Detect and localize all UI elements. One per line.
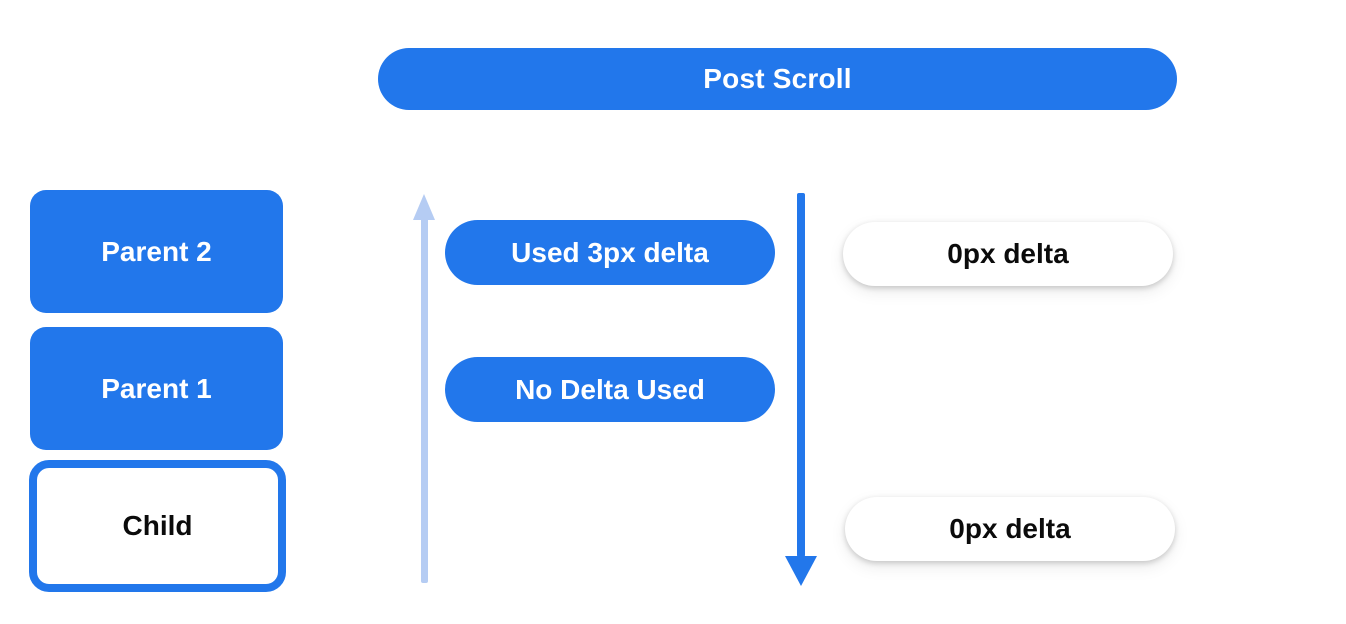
parent-2-label: Parent 2 [101, 235, 212, 267]
child-label: Child [122, 510, 193, 541]
zero-delta-top-label: 0px delta [947, 238, 1069, 269]
parent-2-box: Parent 2 [30, 190, 283, 313]
zero-delta-bottom-label: 0px delta [949, 513, 1071, 544]
used-3px-delta-pill: Used 3px delta [445, 220, 775, 285]
down-arrow-head [785, 556, 817, 586]
parent-1-box: Parent 1 [30, 327, 283, 450]
child-box: Child [29, 460, 286, 592]
down-arrow-shaft [797, 193, 805, 557]
zero-delta-pill-top: 0px delta [843, 222, 1173, 286]
parent-1-label: Parent 1 [101, 372, 212, 404]
up-arrow-head [413, 194, 435, 220]
post-scroll-label: Post Scroll [703, 63, 852, 94]
up-arrow-shaft [421, 216, 428, 583]
post-scroll-title-pill: Post Scroll [378, 48, 1177, 110]
zero-delta-pill-bottom: 0px delta [845, 497, 1175, 561]
no-delta-used-label: No Delta Used [515, 373, 705, 405]
no-delta-used-pill: No Delta Used [445, 357, 775, 422]
used-3px-delta-label: Used 3px delta [511, 236, 709, 268]
